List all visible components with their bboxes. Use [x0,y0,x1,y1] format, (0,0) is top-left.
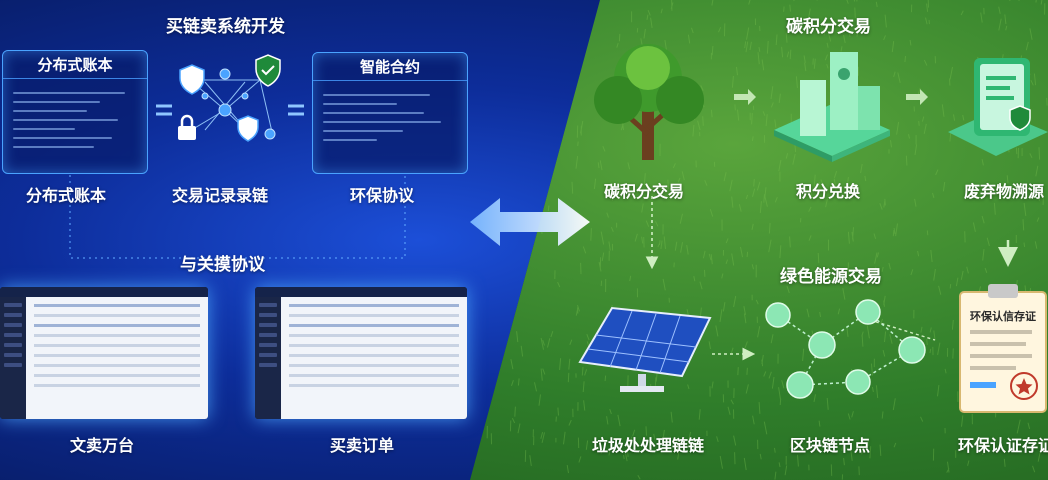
contract-code [313,81,467,154]
label-carbon-trade: 碳积分交易 [604,182,685,201]
certificate-text: 环保认信存证 [970,310,1036,323]
contract-card: 智能合约 [312,52,468,174]
screen-trading-platform [0,287,208,419]
ledger-card-title: 分布式账本 [3,51,147,79]
ledger-card: 分布式账本 [2,50,148,174]
label-orders: 买卖订单 [330,436,395,455]
label-points-exchange: 积分兑换 [796,182,861,201]
tree-icon [594,44,704,160]
certificate-icon [959,284,1047,413]
label-blockchain-node: 区块链节点 [790,436,871,455]
label-trading-platform: 文卖万台 [70,436,135,455]
label-ledger: 分布式账本 [26,186,107,205]
label-tx-record: 交易记录录链 [172,186,269,205]
title-protocol: 与关摸协议 [180,255,265,275]
ledger-code [3,79,147,161]
label-waste-trace: 废弃物溯源 [964,182,1045,201]
label-eco-protocol: 环保协议 [350,186,415,205]
contract-card-title: 智能合约 [313,53,467,81]
label-waste-processing: 垃圾处处理链链 [592,436,705,455]
solar-panel-icon [578,306,712,392]
document-shield-icon [948,58,1048,156]
screen-orders [255,287,467,419]
label-eco-certificate: 环保认证存证 [958,436,1048,455]
title-green-energy: 绿色能源交易 [780,267,882,287]
buildings-icon [774,52,890,162]
title-carbon-trade: 碳积分交易 [786,17,871,37]
title-blockchain-dev: 买链卖系统开发 [166,17,285,37]
